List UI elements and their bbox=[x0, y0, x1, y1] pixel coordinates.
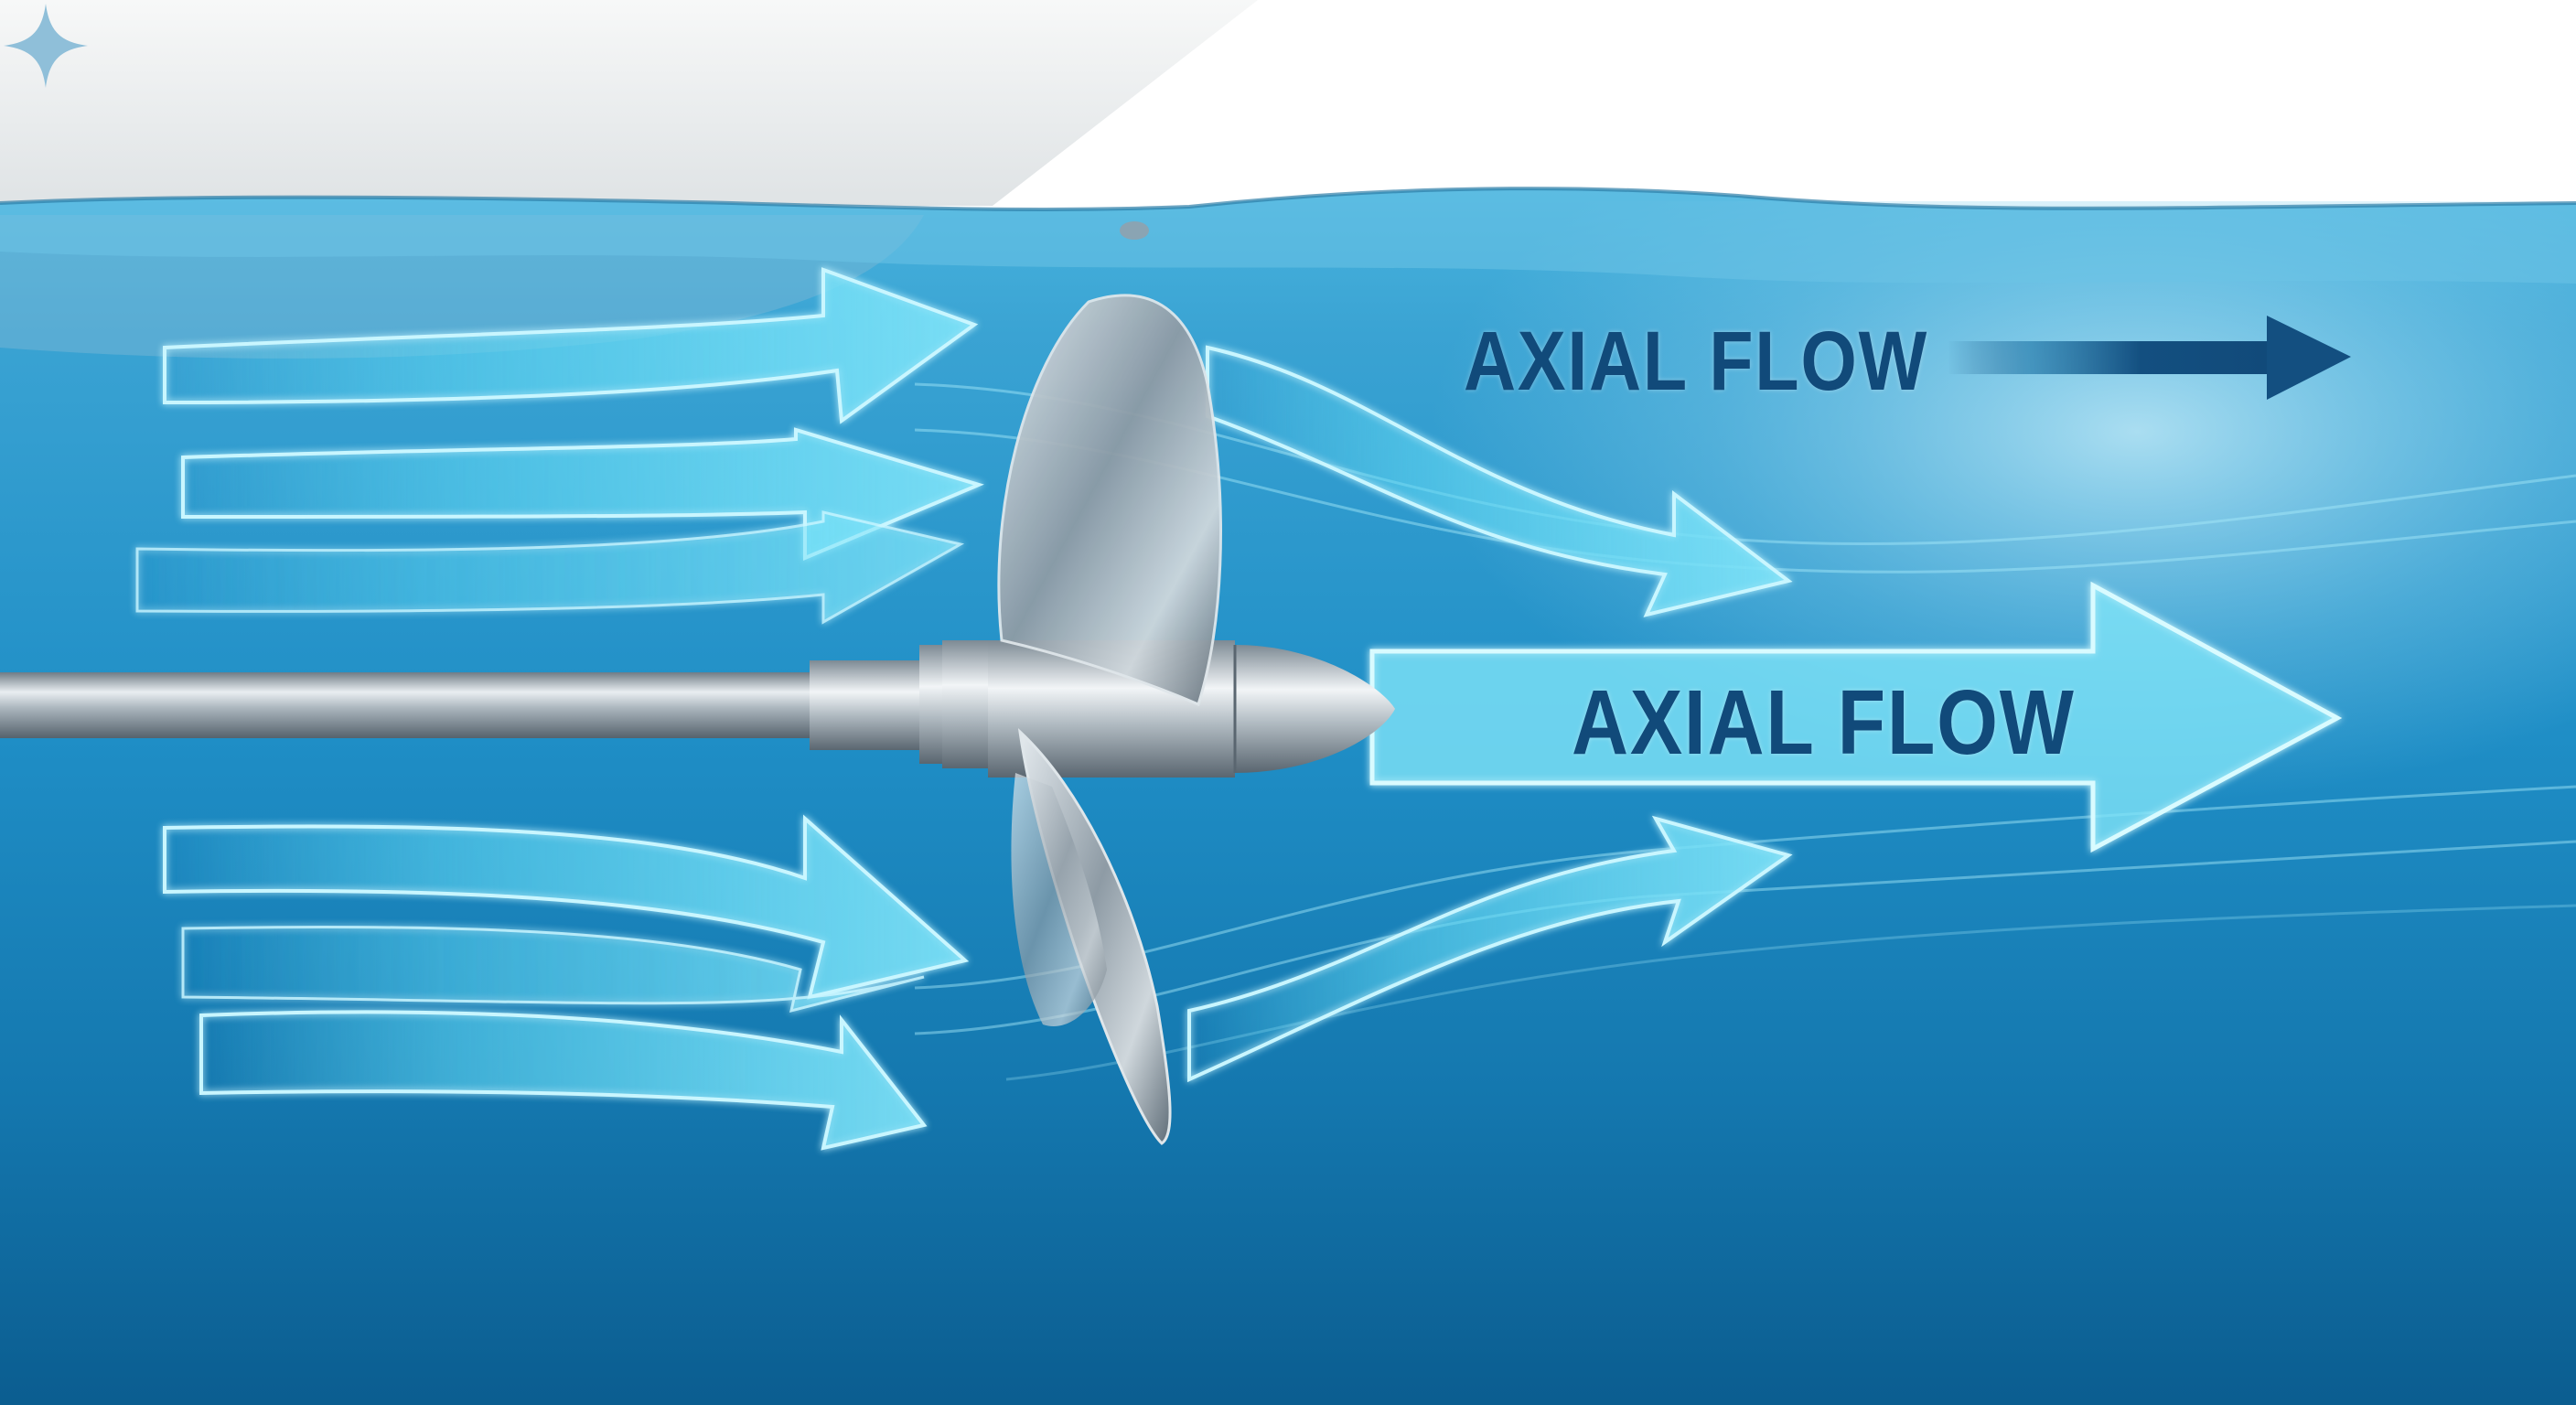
water-surface-band bbox=[0, 188, 2576, 284]
inflow-arrow-6 bbox=[199, 1010, 928, 1151]
waterline bbox=[0, 187, 2576, 211]
propeller-blade-back-lower bbox=[1011, 773, 1107, 1026]
inflow-arrow-1 bbox=[163, 267, 979, 424]
inflow-arrows bbox=[135, 267, 984, 1151]
boat-hull bbox=[0, 0, 1258, 206]
sparkle-icon bbox=[4, 4, 88, 88]
inflow-arrow-3 bbox=[135, 510, 965, 625]
propeller-blade-upper bbox=[997, 294, 1222, 707]
upper-axial-arrow bbox=[1948, 316, 2351, 400]
inflow-arrow-5 bbox=[181, 925, 925, 1014]
axial-flow-label-upper: AXIAL FLOW bbox=[1464, 315, 1928, 408]
axial-flow-label-main: AXIAL FLOW bbox=[1572, 671, 2076, 774]
main-axial-arrow bbox=[1369, 581, 2343, 853]
outflow-arrow-upper bbox=[1206, 345, 1793, 617]
inflow-arrow-4 bbox=[163, 814, 970, 1000]
propeller-shaft bbox=[0, 640, 988, 768]
propeller bbox=[988, 294, 1395, 1145]
propeller-nose-cone bbox=[1235, 645, 1395, 773]
water-droplet bbox=[1120, 221, 1149, 240]
outflow-arrow-lower bbox=[1187, 815, 1793, 1083]
light-glow bbox=[1006, 201, 2576, 1024]
outflow-arrows bbox=[1187, 345, 1793, 1083]
